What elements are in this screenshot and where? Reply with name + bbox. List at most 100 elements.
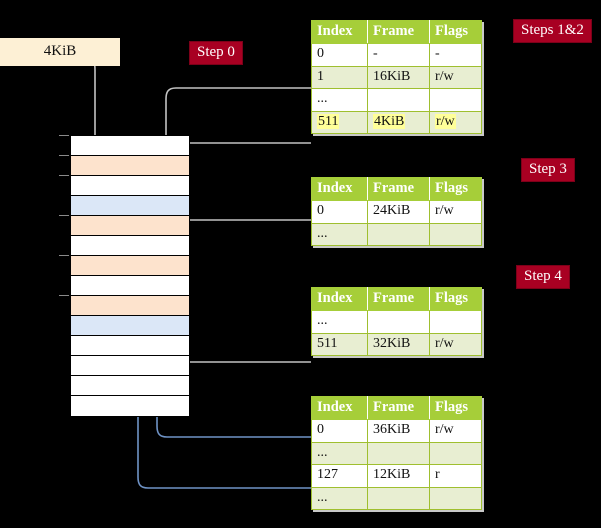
memory-row (71, 356, 189, 376)
column-header-index: Index (311, 176, 368, 202)
cell-index: ... (311, 88, 368, 112)
cell-index-text: 511 (317, 113, 340, 129)
cell-index: 0 (311, 200, 368, 224)
cell-flags (429, 222, 482, 247)
cell-frame-text: 4KiB (373, 113, 406, 129)
cell-flags: r/w (429, 419, 482, 443)
memory-tick (59, 215, 69, 216)
page-table-1: Index Frame Flags 0 - - 1 16KiB r/w ... … (311, 19, 482, 135)
badge-step-4: Step 4 (516, 265, 570, 289)
badge-step-0: Step 0 (189, 41, 243, 65)
column-header-frame: Frame (367, 176, 430, 202)
memory-tick (59, 135, 69, 136)
wire-table1-row511-to-memory (177, 142, 311, 156)
memory-tick (59, 175, 69, 176)
memory-row (71, 376, 189, 396)
memory-row (71, 256, 189, 276)
cell-flags (429, 88, 482, 112)
memory-row (71, 196, 189, 216)
table-header-row: Index Frame Flags (311, 395, 482, 421)
cell-frame (367, 310, 430, 334)
badge-steps-1-2: Steps 1&2 (513, 19, 592, 43)
column-header-index: Index (311, 19, 368, 45)
table-row: 0 36KiB r/w (311, 419, 482, 443)
column-header-frame: Frame (367, 395, 430, 421)
memory-row (71, 136, 189, 156)
cell-flags (429, 310, 482, 334)
cell-frame (367, 222, 430, 247)
cell-frame: 4KiB (367, 110, 430, 135)
cell-index: ... (311, 441, 368, 466)
column-header-index: Index (311, 395, 368, 421)
memory-row (71, 276, 189, 296)
table-row: 0 24KiB r/w (311, 200, 482, 224)
column-header-flags: Flags (429, 286, 482, 312)
column-header-frame: Frame (367, 286, 430, 312)
memory-row (71, 296, 189, 316)
cell-frame (367, 486, 430, 511)
table-row: ... (311, 486, 482, 511)
page-table-2: Index Frame Flags 0 24KiB r/w ... (311, 176, 482, 247)
memory-row (71, 176, 189, 196)
table-header-row: Index Frame Flags (311, 286, 482, 312)
column-header-frame: Frame (367, 19, 430, 45)
column-header-flags: Flags (429, 19, 482, 45)
table-header-row: Index Frame Flags (311, 176, 482, 202)
memory-size-label: 4KiB (0, 38, 120, 66)
cell-flags-text: r/w (435, 113, 456, 129)
memory-row (71, 316, 189, 336)
cell-flags: r/w (429, 110, 482, 135)
column-header-index: Index (311, 286, 368, 312)
cell-index: 0 (311, 43, 368, 67)
table-row: 1 16KiB r/w (311, 65, 482, 90)
table-row: 511 32KiB r/w (311, 332, 482, 357)
cell-frame: 36KiB (367, 419, 430, 443)
cell-flags: r/w (429, 332, 482, 357)
table-row: 127 12KiB r (311, 464, 482, 488)
memory-tick (59, 255, 69, 256)
memory-row (71, 396, 189, 416)
cell-index: 1 (311, 65, 368, 90)
page-table-3: Index Frame Flags ... 511 32KiB r/w (311, 286, 482, 357)
cell-flags (429, 441, 482, 466)
cell-frame: - (367, 43, 430, 67)
cell-index: 511 (311, 332, 368, 357)
cell-frame: 12KiB (367, 464, 430, 488)
table-row: ... (311, 222, 482, 247)
memory-row (71, 236, 189, 256)
cell-frame: 32KiB (367, 332, 430, 357)
table-row: ... (311, 441, 482, 466)
cell-index: ... (311, 310, 368, 334)
cell-frame: 24KiB (367, 200, 430, 224)
cell-flags (429, 486, 482, 511)
cell-frame (367, 441, 430, 466)
table-row: 0 - - (311, 43, 482, 67)
cell-index: 0 (311, 419, 368, 443)
wire-table3-row511-to-memory (171, 320, 311, 363)
cell-flags: r/w (429, 200, 482, 224)
table-header-row: Index Frame Flags (311, 19, 482, 45)
cell-frame (367, 88, 430, 112)
cell-flags: r/w (429, 65, 482, 90)
cell-frame: 16KiB (367, 65, 430, 90)
badge-step-3: Step 3 (521, 158, 575, 182)
memory-row (71, 336, 189, 356)
cell-index: 511 (311, 110, 368, 135)
cell-index: 127 (311, 464, 368, 488)
column-header-flags: Flags (429, 395, 482, 421)
memory-row (71, 216, 189, 236)
table-row: ... (311, 88, 482, 112)
memory-tick (59, 295, 69, 296)
cell-flags: r (429, 464, 482, 488)
wire-table2-row0-to-memory (177, 219, 311, 257)
table-row: ... (311, 310, 482, 334)
cell-index: ... (311, 486, 368, 511)
column-header-flags: Flags (429, 176, 482, 202)
memory-row (71, 156, 189, 176)
table-row-highlighted: 511 4KiB r/w (311, 110, 482, 135)
physical-memory-column (70, 135, 190, 417)
page-table-4: Index Frame Flags 0 36KiB r/w ... 127 12… (311, 395, 482, 511)
cell-flags: - (429, 43, 482, 67)
cell-index: ... (311, 222, 368, 247)
